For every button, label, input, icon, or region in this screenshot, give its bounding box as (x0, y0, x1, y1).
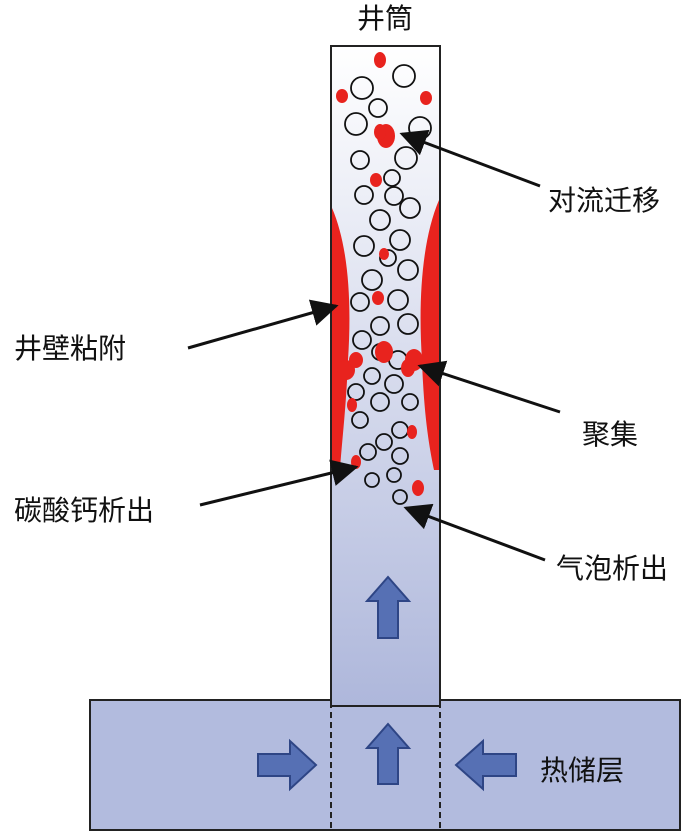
label-reservoir: 热储层 (540, 754, 624, 787)
gas-bubble (369, 209, 391, 231)
label-calcite-precipitation: 碳酸钙析出 (14, 494, 154, 527)
scale-particle (336, 89, 348, 103)
label-aggregation: 聚集 (582, 418, 638, 451)
gas-bubble (364, 472, 380, 488)
gas-bubble (392, 489, 408, 505)
gas-bubble (375, 433, 393, 451)
wall-scale-right (420, 200, 439, 470)
label-convection: 对流迁移 (548, 184, 660, 217)
scale-particle (375, 341, 393, 363)
scale-particle (337, 360, 355, 380)
label-gas-exsolution: 气泡析出 (556, 552, 668, 585)
scale-particle (412, 480, 424, 496)
gas-bubble (363, 367, 381, 385)
gas-bubble (392, 64, 416, 88)
gas-bubble (350, 76, 374, 100)
gas-bubble (397, 259, 419, 281)
gas-bubble (347, 383, 365, 401)
pointer-aggregation (417, 360, 561, 414)
scale-particle (372, 291, 384, 305)
gas-bubble (401, 393, 419, 411)
gas-bubble (353, 235, 375, 257)
gas-bubble (389, 229, 411, 251)
scale-particle (349, 352, 363, 368)
gas-bubble (370, 392, 390, 412)
gas-bubble (351, 411, 369, 429)
gas-bubble (354, 185, 374, 205)
gas-bubble (397, 313, 419, 335)
scale-particle (374, 124, 386, 140)
scale-particle (347, 398, 357, 412)
scale-particle (379, 248, 389, 260)
gas-bubble (344, 112, 368, 136)
gas-bubble (370, 316, 390, 336)
scale-particle (374, 52, 386, 68)
pointer-wall-adhesion (187, 299, 339, 350)
pointer-calcite (199, 459, 359, 507)
gas-bubble (379, 249, 397, 267)
scale-particle (420, 91, 432, 105)
gas-bubble (368, 98, 388, 118)
scale-particle (370, 173, 382, 187)
gas-bubble (391, 447, 409, 465)
scale-particle (407, 425, 417, 439)
label-wellbore: 井筒 (357, 2, 413, 35)
gas-bubble (384, 186, 404, 206)
upward-flow-arrow-upper (364, 575, 412, 639)
gas-bubble (386, 467, 402, 483)
gas-bubble (383, 169, 401, 187)
wall-scale-left (332, 208, 350, 470)
gas-bubble (361, 269, 383, 291)
gas-bubbles (344, 64, 432, 505)
inflow-arrow-right (454, 738, 517, 792)
scale-particle (401, 359, 415, 377)
gas-bubble (350, 292, 370, 312)
gas-bubble (384, 374, 404, 394)
inflow-arrow-left (257, 738, 318, 792)
gas-bubble (399, 197, 421, 219)
upward-flow-arrow-lower (364, 722, 412, 785)
gas-bubble (350, 150, 370, 170)
scale-particles (336, 52, 432, 496)
gas-bubble (387, 289, 409, 311)
pointer-gas (403, 503, 546, 562)
label-wall-adhesion: 井壁粘附 (14, 332, 126, 365)
gas-bubble (352, 330, 372, 350)
gas-bubble (359, 443, 377, 461)
pointer-convection (399, 129, 541, 188)
